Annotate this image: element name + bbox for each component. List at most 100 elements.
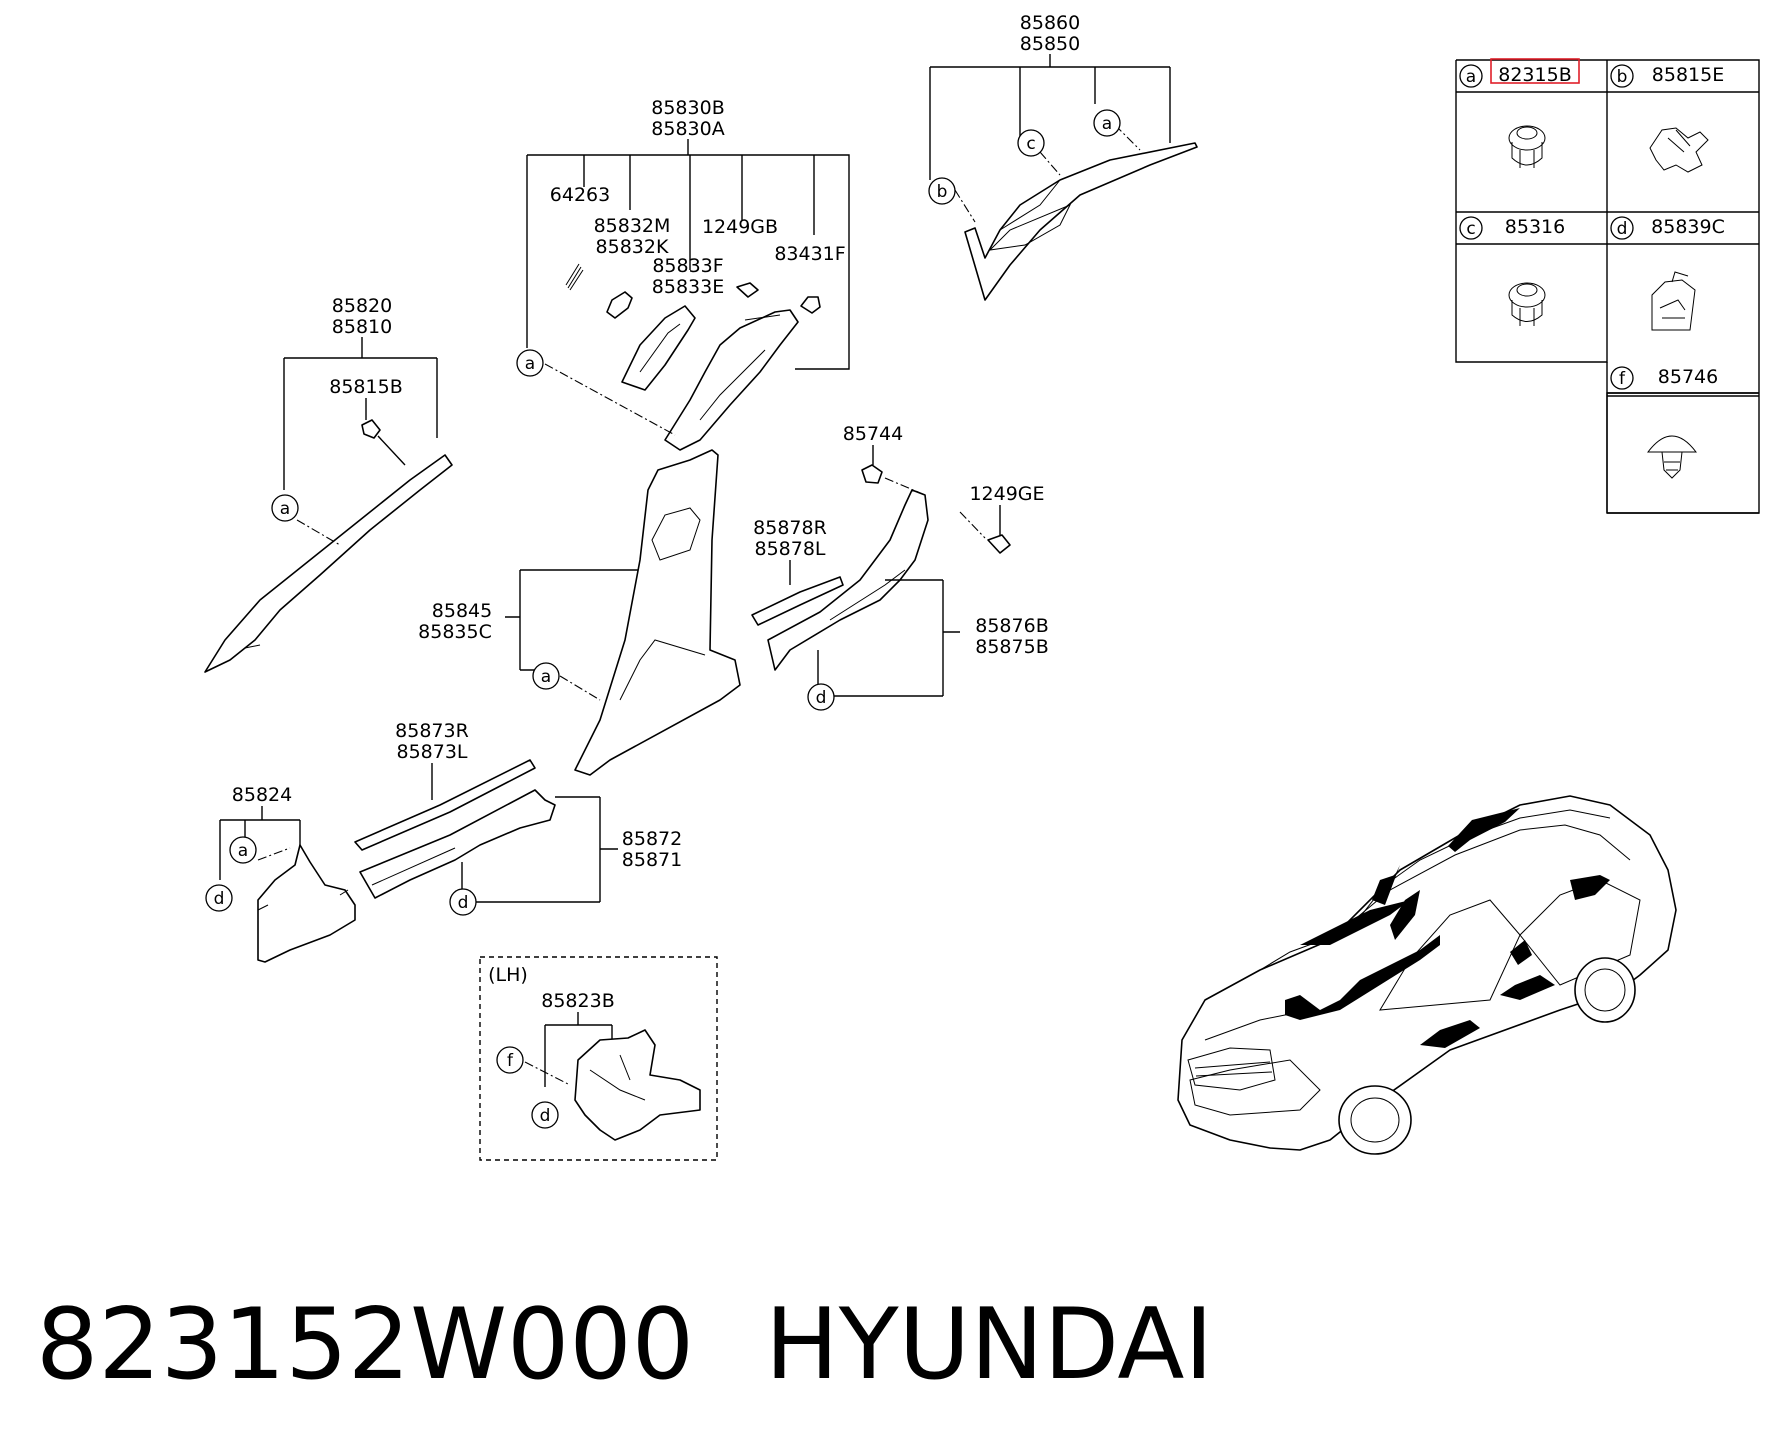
svg-text:a: a — [541, 667, 551, 687]
svg-text:d: d — [458, 893, 469, 913]
svg-text:a: a — [238, 841, 248, 861]
scuff-plate-85878 — [751, 576, 844, 626]
screw-part — [736, 282, 759, 298]
fastener-legend: a 82315B b 85815E c 85316 — [1455, 58, 1760, 514]
leader-lines — [296, 124, 1141, 701]
part-label-85830B: 85830B — [651, 97, 724, 119]
part-label-1249GE: 1249GE — [969, 483, 1044, 505]
kick-panel-trim — [257, 844, 356, 963]
callout-b-rear: b — [928, 177, 956, 205]
part-label-85744: 85744 — [843, 423, 903, 445]
part-label-85823B: 85823B — [541, 990, 614, 1012]
part-label-85830A: 85830A — [651, 118, 724, 140]
part-label-85878L: 85878L — [754, 538, 825, 560]
upper-center-pillar-group: 85830B 85830A 64263 85832M 85832K 1249GB… — [526, 97, 850, 451]
legend-key-d: d — [1617, 219, 1628, 239]
svg-text:d: d — [540, 1106, 551, 1126]
screw-1249GE — [987, 534, 1011, 554]
callout-c-rear: c — [1017, 129, 1045, 157]
callout-a-center: a — [532, 662, 560, 690]
footer-part-number: 823152W000 — [36, 1288, 694, 1402]
legend-part-82315B: 82315B — [1498, 64, 1571, 86]
rear-lower-pillar-group: 85744 1249GE 85878R 85878L 85876B 85875B — [751, 423, 1049, 697]
legend-key-c: c — [1466, 219, 1475, 239]
callout-d-rear: d — [807, 683, 835, 711]
upper-pillar-trim — [664, 309, 799, 451]
part-label-85815B: 85815B — [329, 376, 402, 398]
spring-part — [565, 263, 584, 291]
part-label-85860: 85860 — [1020, 12, 1080, 34]
lower-center-pillar-group: 85845 85835C — [418, 449, 741, 776]
part-label-85833F: 85833F — [652, 255, 723, 277]
part-label-85873L: 85873L — [396, 741, 467, 763]
svg-text:f: f — [507, 1051, 514, 1071]
rear-lower-pillar-trim — [767, 489, 929, 671]
rear-pillar-trim-group: 85860 85850 — [929, 12, 1198, 301]
part-label-85845: 85845 — [432, 600, 492, 622]
callout-circles: b c a a a a d a d d f d — [205, 109, 1121, 1129]
part-label-85833E: 85833E — [652, 276, 724, 298]
sill-trim — [359, 789, 556, 899]
part-label-85878R: 85878R — [753, 517, 827, 539]
front-pillar-group: 85820 85810 85815B — [204, 295, 453, 673]
door-scuff-group: 85873R 85873L 85872 85871 — [354, 720, 682, 903]
part-label-85820: 85820 — [332, 295, 392, 317]
callout-d-sill: d — [449, 888, 477, 916]
clip-icon — [1651, 271, 1696, 331]
lower-trim-85823B — [574, 1029, 701, 1141]
clip-icon — [1649, 127, 1709, 173]
part-label-85876B: 85876B — [975, 615, 1048, 637]
part-label-85824: 85824 — [232, 784, 292, 806]
footer-brand: HYUNDAI — [765, 1288, 1213, 1402]
callout-d-lh: d — [531, 1101, 559, 1129]
part-label-1249GB: 1249GB — [702, 216, 778, 238]
part-label-85832K: 85832K — [596, 236, 669, 258]
callout-a-front: a — [271, 494, 299, 522]
legend-part-85746: 85746 — [1658, 366, 1718, 388]
bolt-part — [800, 296, 821, 314]
legend-cell-c: c 85316 — [1459, 216, 1565, 326]
part-label-85873R: 85873R — [395, 720, 469, 742]
part-label-85872: 85872 — [622, 828, 682, 850]
callout-a-kick: a — [229, 836, 257, 864]
part-label-85871: 85871 — [622, 849, 682, 871]
vehicle-illustration — [1177, 795, 1677, 1155]
seat-belt-guide — [621, 305, 696, 391]
lh-label: (LH) — [488, 964, 528, 986]
legend-key-a: a — [1466, 67, 1476, 87]
legend-part-85815E: 85815E — [1652, 64, 1724, 86]
svg-text:a: a — [1102, 114, 1112, 134]
legend-part-85316: 85316 — [1505, 216, 1565, 238]
svg-text:d: d — [816, 688, 827, 708]
highlight-box — [1490, 58, 1580, 84]
callout-f-lh: f — [496, 1046, 524, 1074]
legend-cell-b: b 85815E — [1610, 64, 1724, 173]
callout-d-kick: d — [205, 884, 233, 912]
lh-detail-group: (LH) 85823B — [479, 956, 718, 1161]
part-label-64263: 64263 — [550, 184, 610, 206]
svg-text:a: a — [525, 354, 535, 374]
legend-key-f: f — [1619, 369, 1626, 389]
clip-85744 — [861, 464, 883, 484]
callout-a-rear: a — [1093, 109, 1121, 137]
part-label-85835C: 85835C — [418, 621, 492, 643]
part-label-85850: 85850 — [1020, 33, 1080, 55]
legend-part-85839C: 85839C — [1651, 216, 1725, 238]
lower-pillar-trim — [574, 449, 741, 776]
front-pillar-trim — [204, 454, 453, 673]
clip-icon — [1508, 125, 1546, 168]
svg-text:a: a — [280, 499, 290, 519]
rear-pillar-trim — [964, 142, 1198, 301]
legend-cell-d: d 85839C — [1610, 216, 1725, 331]
part-label-83431F: 83431F — [774, 243, 845, 265]
svg-text:b: b — [937, 182, 948, 202]
legend-cell-a: a 82315B — [1459, 58, 1580, 168]
clip-icon — [1646, 435, 1698, 479]
callout-a-upper: a — [516, 349, 544, 377]
svg-text:c: c — [1026, 134, 1035, 154]
legend-key-b: b — [1617, 67, 1628, 87]
scuff-plate-85873 — [354, 759, 536, 851]
clip-icon — [1508, 282, 1546, 326]
part-label-85832M: 85832M — [594, 215, 671, 237]
